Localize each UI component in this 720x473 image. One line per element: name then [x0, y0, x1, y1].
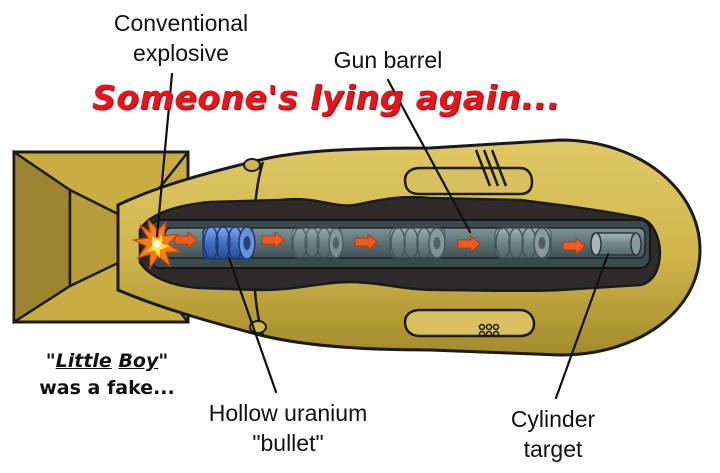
label-conventional-explosive: Conventional explosive: [96, 8, 266, 68]
top-hatch: [403, 149, 534, 196]
label-cylinder-target: Cylinder target: [488, 404, 618, 464]
orange-arrow-icon: [354, 233, 378, 251]
leader-line-gun-barrel: [386, 78, 472, 234]
leader-line-explosive: [155, 72, 174, 238]
bullet-ghost-1: [291, 227, 344, 259]
label-line: explosive: [133, 40, 229, 66]
orange-arrow-icon: [457, 235, 481, 253]
caption-line-1: "Little Boy": [12, 348, 202, 375]
label-gun-barrel: Gun barrel: [318, 45, 458, 75]
orange-arrow-icon: [261, 231, 285, 249]
caption: "Little Boy" was a fake...: [12, 348, 202, 402]
caption-word-boy: Boy: [118, 350, 159, 372]
uranium-bullet: [202, 226, 256, 260]
leader-line-cylinder: [554, 252, 610, 400]
bullet-ghost-3: [494, 227, 552, 259]
bullet-ghost-2: [389, 227, 446, 259]
caption-open-quote: ": [45, 350, 56, 372]
label-line: Conventional: [113, 10, 249, 36]
cylinder-target: [590, 232, 642, 256]
label-hollow-uranium-bullet: Hollow uranium "bullet": [188, 398, 388, 458]
label-line: target: [523, 436, 583, 462]
orange-arrow-icon: [174, 231, 198, 249]
label-line: Hollow uranium: [208, 400, 368, 426]
orange-arrow-icon: [562, 237, 586, 255]
bottom-hatch: [403, 308, 536, 338]
label-line: Gun barrel: [333, 47, 443, 73]
headline: Someone's lying again...: [92, 78, 561, 117]
leader-line-bullet: [227, 256, 278, 394]
label-line: Cylinder: [510, 406, 596, 432]
label-line: "bullet": [252, 430, 324, 456]
caption-line-2: was a fake...: [39, 377, 175, 399]
caption-close-quote: ": [158, 350, 169, 372]
caption-word-little: Little: [55, 350, 112, 372]
casing-lug: [243, 158, 261, 172]
